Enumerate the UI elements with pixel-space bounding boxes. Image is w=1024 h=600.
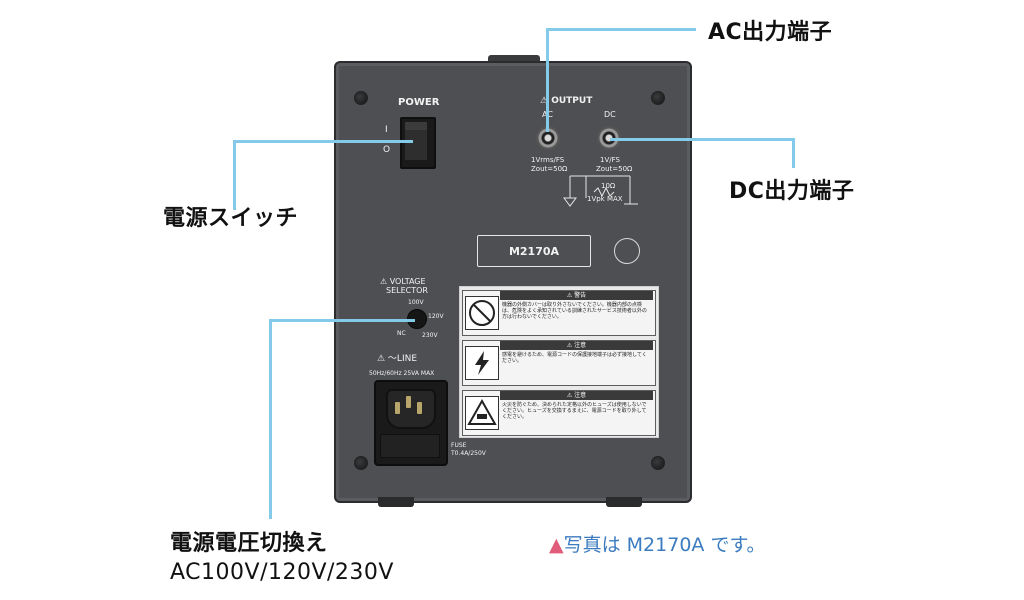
photo-note: ▲写真は M2170A です。 — [549, 530, 766, 557]
inlet-pin — [417, 402, 422, 414]
caution-body: 感電を避けるため、電源コードの保護接地端子は必ず接地してください。 — [502, 352, 647, 364]
selector-120v: 120V — [428, 313, 444, 320]
ac-spec-2: Zout=50Ω — [531, 165, 568, 173]
resistor-value: 10Ω — [601, 182, 616, 190]
triangle-icon: ▲ — [549, 534, 564, 556]
selector-nc: NC — [397, 330, 406, 337]
line-title: ⚠ ～LINE — [377, 354, 418, 364]
fuse-drawer[interactable] — [380, 434, 440, 458]
dc-spec-1: 1V/FS — [600, 156, 620, 164]
caution-body: 火災を防ぐため、決められた定格以外のヒューズは使用しないでください。ヒューズを交… — [502, 402, 647, 420]
power-leader-line — [233, 140, 413, 143]
output-schematic-icon — [563, 175, 638, 207]
dc-output-callout: DC出力端子 — [729, 179, 855, 204]
screw-icon — [354, 456, 368, 470]
fuse-label: FUSE — [451, 442, 467, 449]
selector-100v: 100V — [408, 299, 424, 306]
voltage-selector-title-1: ⚠ VOLTAGE — [380, 277, 426, 286]
screw-icon — [651, 456, 665, 470]
dc-leader-line — [610, 138, 794, 141]
ac-output-callout: AC出力端子 — [708, 20, 833, 45]
device-top-handle — [488, 55, 540, 64]
voltage-switch-values: AC100V/120V/230V — [170, 560, 394, 585]
power-switch-callout: 電源スイッチ — [163, 206, 299, 231]
screw-icon — [354, 91, 368, 105]
model-label: M2170A — [477, 235, 591, 267]
power-inlet-socket — [386, 389, 436, 429]
voltage-switch-callout: 電源電圧切換え — [170, 531, 328, 556]
fuse-icon — [465, 396, 499, 430]
dc-leader-line — [792, 138, 795, 168]
ac-spec-1: 1Vrms/FS — [531, 156, 565, 164]
caution-head: ⚠ 注意 — [500, 391, 653, 400]
selector-leader-line — [269, 319, 415, 322]
fuse-rating: T0.4A/250V — [451, 450, 486, 457]
electric-shock-icon — [465, 346, 499, 380]
warning-head: ⚠ 警告 — [500, 291, 653, 300]
power-on-mark: I — [385, 125, 388, 135]
dc-output-label: DC — [604, 110, 616, 119]
inlet-pin — [406, 396, 411, 408]
device-foot-right — [606, 497, 642, 507]
device-foot-left — [378, 497, 414, 507]
ac-leader-line — [546, 28, 696, 31]
panel-hole — [614, 238, 640, 264]
screw-icon — [651, 91, 665, 105]
selector-230v: 230V — [422, 332, 438, 339]
power-leader-line — [233, 140, 236, 210]
inlet-pin — [395, 402, 400, 414]
line-spec: 50Hz/60Hz 25VA MAX — [369, 370, 435, 377]
output-label: ⚠ OUTPUT — [540, 96, 593, 106]
voltage-selector-title-2: SELECTOR — [386, 286, 428, 295]
power-label: POWER — [398, 97, 440, 108]
power-off-mark: O — [383, 145, 391, 155]
output-max: 1Vpk MAX — [587, 195, 623, 203]
dc-spec-2: Zout=50Ω — [596, 165, 633, 173]
ac-leader-line — [546, 28, 549, 132]
caution-head: ⚠ 注意 — [500, 341, 653, 350]
no-disassembly-icon — [465, 296, 499, 330]
selector-leader-line — [269, 319, 272, 519]
warning-body: 機器の外側カバーは取り外さないでください。機器内部の点検は、危険をよく承知されて… — [502, 302, 647, 320]
photo-note-text: 写真は M2170A です。 — [563, 534, 766, 556]
power-switch-rocker[interactable] — [405, 122, 427, 160]
